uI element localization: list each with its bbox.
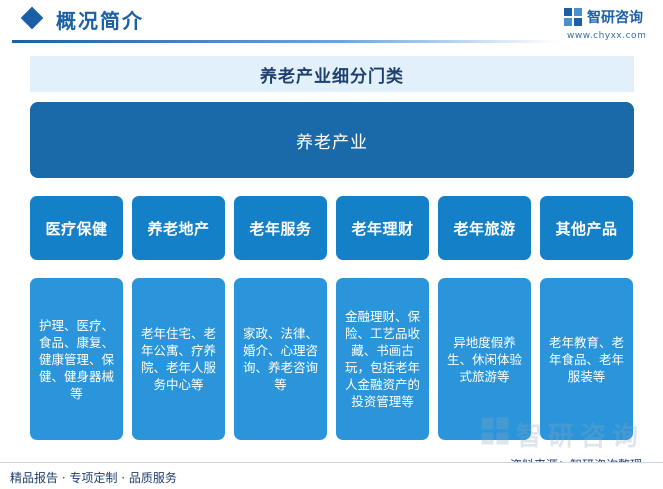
- category-detail: 护理、医疗、食品、康复、健康管理、保健、健身器械等: [30, 278, 123, 440]
- category-detail-text: 金融理财、保险、工艺品收藏、书画古玩，包括老年人金融资产的投资管理等: [344, 309, 420, 409]
- category-label: 老年旅游: [453, 219, 516, 238]
- category-node: 医疗保健: [30, 196, 123, 260]
- page-title: 概况简介: [56, 9, 144, 33]
- diagram-title-bar: 养老产业细分门类: [30, 56, 634, 92]
- header-divider: [12, 40, 560, 43]
- logo-name: 智研咨询: [587, 10, 643, 26]
- footer-slogan: 精品报告 · 专项定制 · 品质服务: [10, 471, 177, 485]
- root-node: 养老产业: [30, 102, 634, 178]
- category-node: 其他产品: [540, 196, 633, 260]
- diamond-icon: [20, 6, 44, 30]
- category-detail: 家政、法律、婚介、心理咨询、养老咨询等: [234, 278, 327, 440]
- category-label: 老年服务: [249, 219, 312, 238]
- category-label: 医疗保健: [45, 219, 108, 238]
- category-detail-text: 护理、医疗、食品、康复、健康管理、保健、健身器械等: [38, 317, 114, 401]
- diagram-title: 养老产业细分门类: [260, 66, 404, 87]
- watermark-logo-icon: [481, 417, 509, 445]
- root-node-label: 养老产业: [296, 132, 368, 153]
- category-detail-text: 家政、法律、婚介、心理咨询、养老咨询等: [242, 326, 318, 392]
- watermark-text: 智研咨询: [516, 422, 645, 452]
- category-detail: 异地度假养生、休闲体验式旅游等: [438, 278, 531, 440]
- watermark: 智研咨询: [480, 414, 660, 452]
- category-node: 老年理财: [336, 196, 429, 260]
- category-label: 养老地产: [147, 219, 210, 238]
- brand-logo: 智研咨询 www.chyxx.com: [563, 6, 659, 44]
- category-label: 老年理财: [351, 219, 414, 238]
- category-node: 养老地产: [132, 196, 225, 260]
- footer-divider: [0, 462, 663, 463]
- category-detail: 老年教育、老年食品、老年服装等: [540, 278, 633, 440]
- category-detail-text: 老年教育、老年食品、老年服装等: [548, 334, 624, 384]
- header: 概况简介 智研咨询 www.chyxx.com: [0, 0, 663, 44]
- category-node: 老年旅游: [438, 196, 531, 260]
- category-node: 老年服务: [234, 196, 327, 260]
- category-detail: 金融理财、保险、工艺品收藏、书画古玩，包括老年人金融资产的投资管理等: [336, 278, 429, 440]
- category-detail-text: 老年住宅、老年公寓、疗养院、老年人服务中心等: [140, 326, 216, 392]
- category-detail: 老年住宅、老年公寓、疗养院、老年人服务中心等: [132, 278, 225, 440]
- logo-url: www.chyxx.com: [567, 31, 647, 41]
- logo-icon: [564, 8, 582, 26]
- footer: 精品报告 · 专项定制 · 品质服务: [0, 462, 663, 489]
- category-label: 其他产品: [555, 219, 618, 238]
- category-detail-text: 异地度假养生、休闲体验式旅游等: [446, 334, 522, 384]
